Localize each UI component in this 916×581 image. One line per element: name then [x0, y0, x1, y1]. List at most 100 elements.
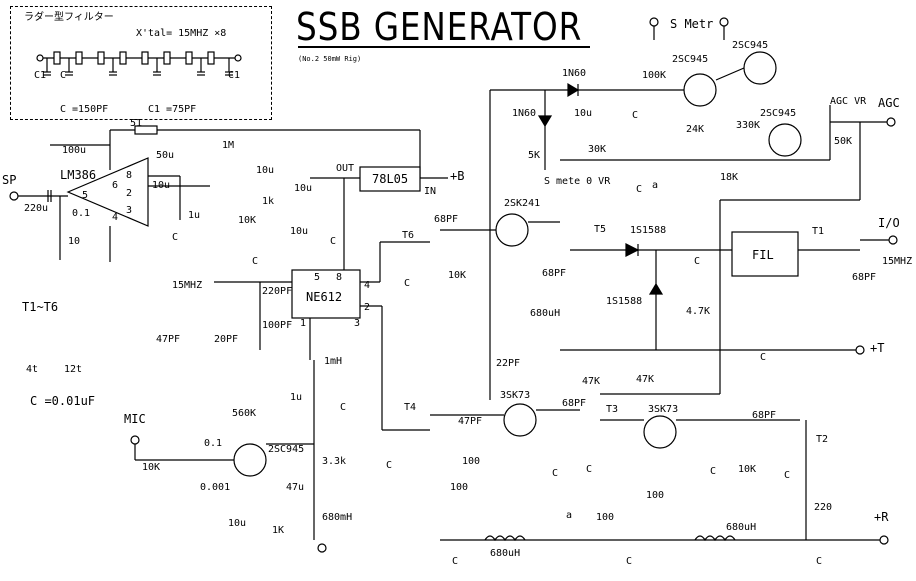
transformer-label: T2 [816, 434, 829, 445]
component-value-label: 0.001 [200, 482, 231, 493]
component-value-label: 10 [68, 236, 81, 247]
component-value-label: 680uH [530, 308, 561, 319]
component-value-label: 10K [238, 215, 257, 226]
component-value-label: 100 [596, 512, 615, 523]
component-value-label: 47u [286, 482, 305, 493]
component-value-label: 680uH [490, 548, 521, 559]
ladder-filter-box [10, 6, 272, 120]
component-value-label: 30K [588, 144, 607, 155]
component-value-label: 1u [290, 392, 303, 403]
transformer-label: T1 [812, 226, 825, 237]
component-value-label: 4.7K [686, 306, 711, 317]
mic-port: MIC [124, 412, 146, 426]
component-value-label: 5K [528, 150, 541, 161]
component-value-label: 2 [364, 302, 371, 313]
component-value-label: 15MHZ [882, 256, 913, 267]
transformer-label: T6 [402, 230, 415, 241]
filter-c1: C1 =75PF [148, 104, 197, 115]
component-value-label: 10u [152, 180, 171, 191]
component-value-label: 24K [686, 124, 705, 135]
q-label: 2SK241 [504, 198, 541, 209]
rf-amp-stage [440, 89, 560, 400]
component-value-label: C [252, 256, 259, 267]
component-value-label: 220 [814, 502, 833, 513]
component-value-label: C [760, 352, 767, 363]
agc-section [537, 17, 896, 170]
component-value-label: 100u [62, 145, 87, 156]
component-value-label: 68PF [562, 398, 587, 409]
component-value-label: 47PF [458, 416, 483, 427]
transformer-label: T3 [606, 404, 619, 415]
component-value-label: 4 [364, 280, 371, 291]
ne612-mixer [214, 241, 430, 431]
component-value-label: 10u [294, 183, 313, 194]
coil-note-title: T1~T6 [22, 300, 59, 314]
q-label: 2SC945 [672, 54, 709, 65]
component-value-label: S mete 0 VR [544, 176, 611, 187]
component-value-label: C [626, 556, 633, 567]
component-value-label: AGC VR [830, 96, 867, 107]
q-label: 3SK73 [500, 390, 531, 401]
component-value-label: 6 [112, 180, 119, 191]
component-value-label: C [784, 470, 791, 481]
component-value-label: 10u [228, 518, 247, 529]
component-value-label: C [60, 70, 67, 81]
component-value-label: 10u [290, 226, 309, 237]
q-label: 2SC945 [732, 40, 769, 51]
component-value-label: 100PF [262, 320, 293, 331]
component-value-label: 68PF [542, 268, 567, 279]
coil-note-secondary: 12t [64, 364, 83, 375]
regulator [310, 166, 448, 272]
component-value-label: 5 [82, 190, 89, 201]
mic-amp [130, 360, 327, 553]
component-value-label: 0.1 [72, 208, 91, 219]
component-value-label: 10u [256, 165, 275, 176]
component-value-label: 10K [142, 462, 161, 473]
component-value-label: 680mH [322, 512, 353, 523]
filter-title: ラダー型フィルター [24, 12, 114, 23]
component-value-label: 560K [232, 408, 257, 419]
component-value-label: 220PF [262, 286, 293, 297]
diode-label: 1N60 [512, 108, 537, 119]
component-value-label: 1u [188, 210, 201, 221]
filter-c: C =150PF [60, 104, 109, 115]
title-underline [298, 46, 590, 48]
component-value-label: 15MHZ [172, 280, 203, 291]
component-value-label: 8 [126, 170, 133, 181]
ladder-filter-drawing [36, 51, 242, 76]
component-value-label: 68PF [852, 272, 877, 283]
coil-note-primary: 4t [26, 364, 39, 375]
component-value-label: C [636, 184, 643, 195]
bottom-rail [440, 535, 889, 545]
component-value-label: 0.1 [204, 438, 223, 449]
component-value-label: a [566, 510, 573, 521]
3sk73-stages [430, 368, 807, 540]
subtitle: (No.2 50mW Rig) [298, 55, 362, 63]
q-label: 3SK73 [648, 404, 679, 415]
t-plus-port: +T [870, 341, 885, 355]
component-value-label: 47K [582, 376, 601, 387]
component-value-label: 100 [646, 490, 665, 501]
component-value-label: C [452, 556, 459, 567]
fil-label: FIL [752, 248, 774, 262]
component-value-label: C1 [228, 70, 241, 81]
component-value-label: 50K [834, 136, 853, 147]
component-value-label: 5 [314, 272, 321, 283]
component-value-label: 10K [738, 464, 757, 475]
diode-label: 1N60 [562, 68, 587, 79]
b-plus-port: +B [450, 169, 465, 183]
component-value-label: 1K [272, 525, 285, 536]
component-value-label: 220u [24, 203, 49, 214]
component-value-label: 3 [354, 318, 361, 329]
component-value-label: C [172, 232, 179, 243]
component-value-label: 1 [300, 318, 307, 329]
lm386-label: LM386 [60, 168, 97, 182]
component-value-label: 100K [642, 70, 667, 81]
component-value-label: C [340, 402, 347, 413]
component-value-label: C [404, 278, 411, 289]
component-value-label: 1M [222, 140, 235, 151]
component-value-label: 3.3k [322, 456, 347, 467]
agc-port: AGC [878, 96, 900, 110]
